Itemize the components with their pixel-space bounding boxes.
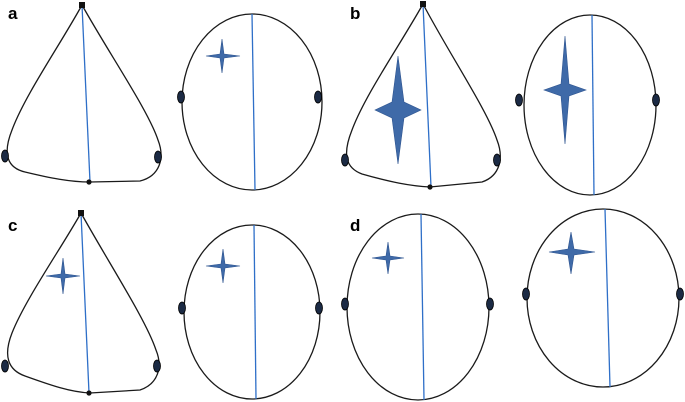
- head-pear-a: [1, 2, 162, 185]
- head-oval-d-right: [522, 208, 684, 388]
- panel-label-b: b: [350, 4, 360, 23]
- marker-star-icon: [548, 231, 596, 275]
- left-ear-icon: [1, 359, 9, 373]
- marker-star-icon: [374, 55, 422, 165]
- marker-star-icon: [45, 257, 81, 295]
- chin-marker: [427, 184, 433, 190]
- head-outline: [7, 211, 160, 394]
- marker-star-icon: [205, 38, 241, 74]
- right-ear-icon: [652, 93, 660, 107]
- chin-marker: [86, 179, 92, 185]
- right-ear-icon: [314, 90, 322, 104]
- head-pear-b: [341, 1, 501, 190]
- head-midline: [253, 224, 257, 400]
- marker-star-icon: [543, 35, 587, 145]
- head-midline: [422, 3, 432, 188]
- vertex-marker: [78, 210, 84, 216]
- head-outline: [346, 213, 490, 401]
- left-ear-icon: [1, 149, 9, 163]
- head-oval-c: [178, 224, 323, 400]
- head-outline: [183, 224, 321, 400]
- vertex-marker: [79, 2, 85, 8]
- head-oval-d-left: [341, 213, 494, 401]
- chin-marker: [86, 390, 92, 396]
- left-ear-icon: [177, 90, 185, 104]
- right-ear-icon: [154, 150, 162, 164]
- head-outline: [526, 208, 680, 388]
- panel-label-a: a: [8, 4, 18, 23]
- panel-a: a: [1, 2, 323, 191]
- left-ear-icon: [341, 153, 349, 167]
- right-ear-icon: [486, 297, 494, 311]
- head-outline: [6, 3, 162, 183]
- right-ear-icon: [315, 301, 323, 315]
- right-ear-icon: [676, 287, 684, 301]
- head-midline: [80, 212, 90, 394]
- left-ear-icon: [341, 297, 349, 311]
- panel-label-d: d: [350, 216, 360, 235]
- marker-star-icon: [371, 241, 405, 275]
- panel-label-c: c: [8, 216, 17, 235]
- head-midline: [251, 13, 256, 191]
- head-pear-c: [1, 210, 161, 396]
- panel-b: b: [341, 1, 660, 196]
- head-midline: [591, 14, 595, 196]
- head-midline: [604, 208, 611, 388]
- vertex-marker: [420, 1, 426, 7]
- head-outline: [523, 14, 657, 196]
- panel-d: d: [341, 208, 684, 401]
- right-ear-icon: [493, 153, 501, 167]
- head-oval-b: [515, 14, 660, 196]
- left-ear-icon: [515, 93, 523, 107]
- left-ear-icon: [522, 287, 530, 301]
- head-oval-a: [177, 13, 323, 191]
- panel-c: c: [1, 210, 323, 400]
- left-ear-icon: [178, 301, 186, 315]
- head-outline: [345, 2, 501, 188]
- marker-star-icon: [205, 248, 241, 284]
- head-midline: [81, 4, 91, 183]
- head-midline: [420, 213, 425, 401]
- right-ear-icon: [153, 359, 161, 373]
